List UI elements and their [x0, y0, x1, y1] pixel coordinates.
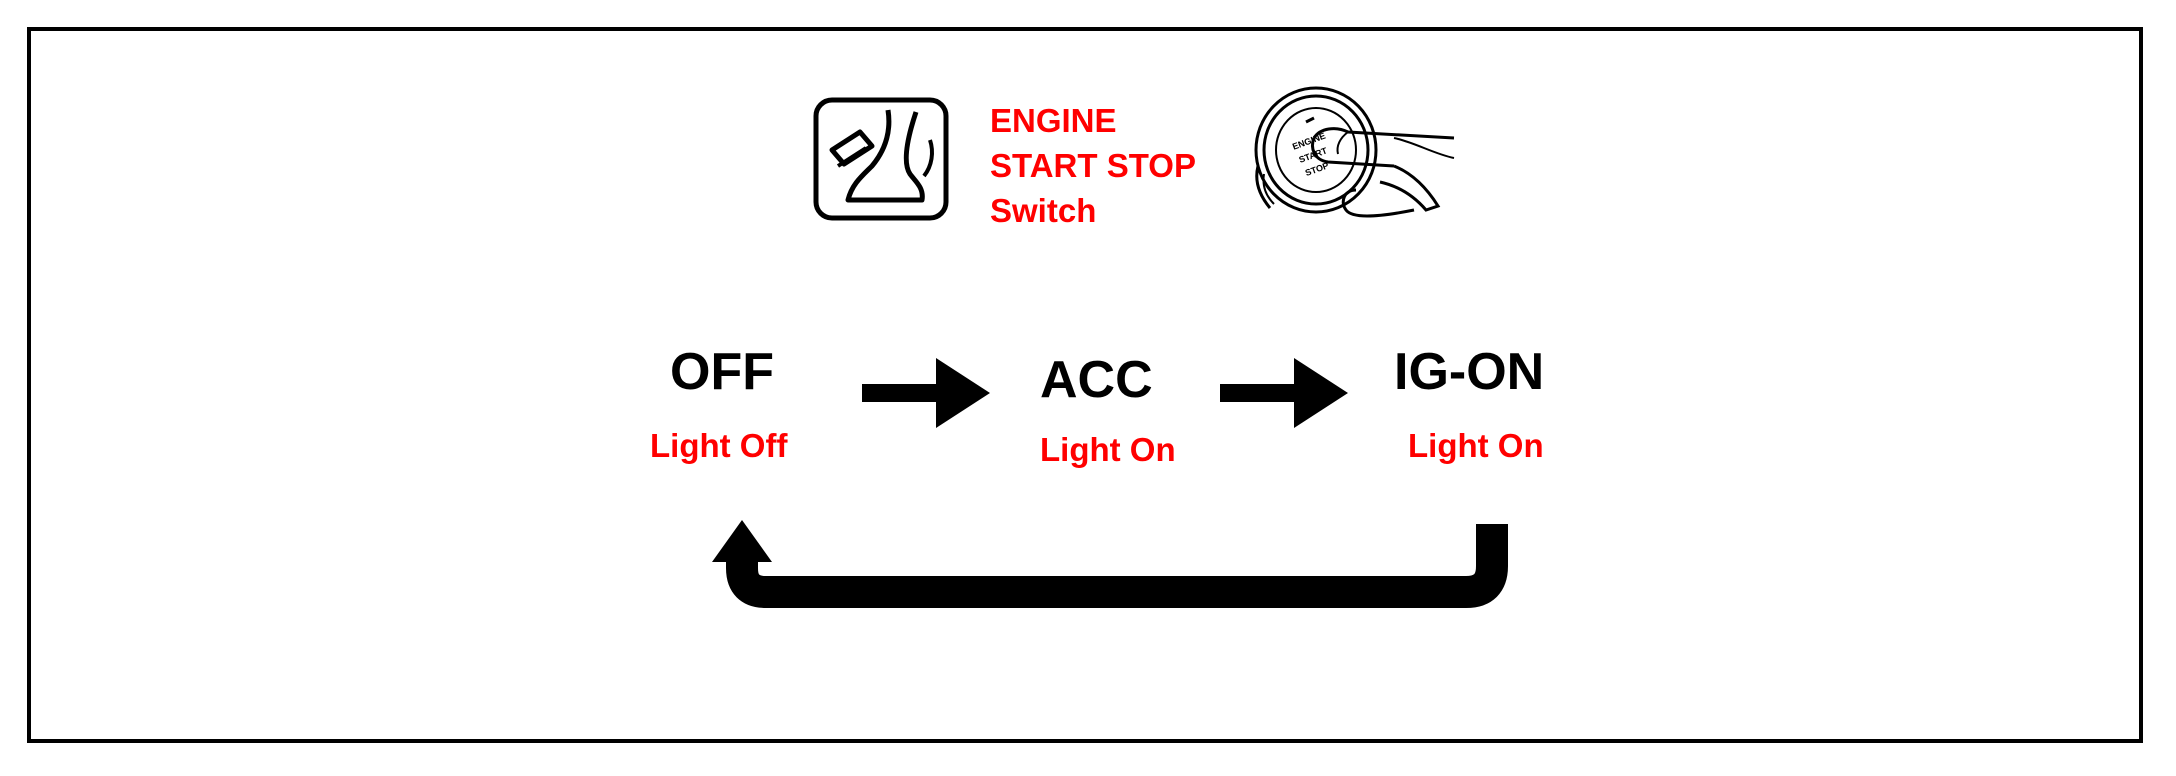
state-acc-sublabel: Light On	[1040, 431, 1176, 468]
title-line-switch: Switch	[990, 192, 1097, 229]
title-line-start-stop: START STOP	[990, 147, 1196, 184]
state-acc-label: ACC	[1040, 351, 1153, 409]
diagram-frame	[27, 27, 2143, 743]
seat-pedal-icon	[812, 96, 950, 222]
switch-title: ENGINE START STOP Switch	[990, 98, 1250, 233]
state-off-sublabel: Light Off	[650, 427, 788, 464]
state-off-label: OFF	[670, 343, 774, 401]
start-stop-button-icon: ENGINE START STOP	[1244, 78, 1464, 230]
title-line-engine: ENGINE	[990, 102, 1117, 139]
state-ig-on-sublabel: Light On	[1408, 427, 1544, 464]
state-ig-on-label: IG-ON	[1394, 343, 1545, 401]
